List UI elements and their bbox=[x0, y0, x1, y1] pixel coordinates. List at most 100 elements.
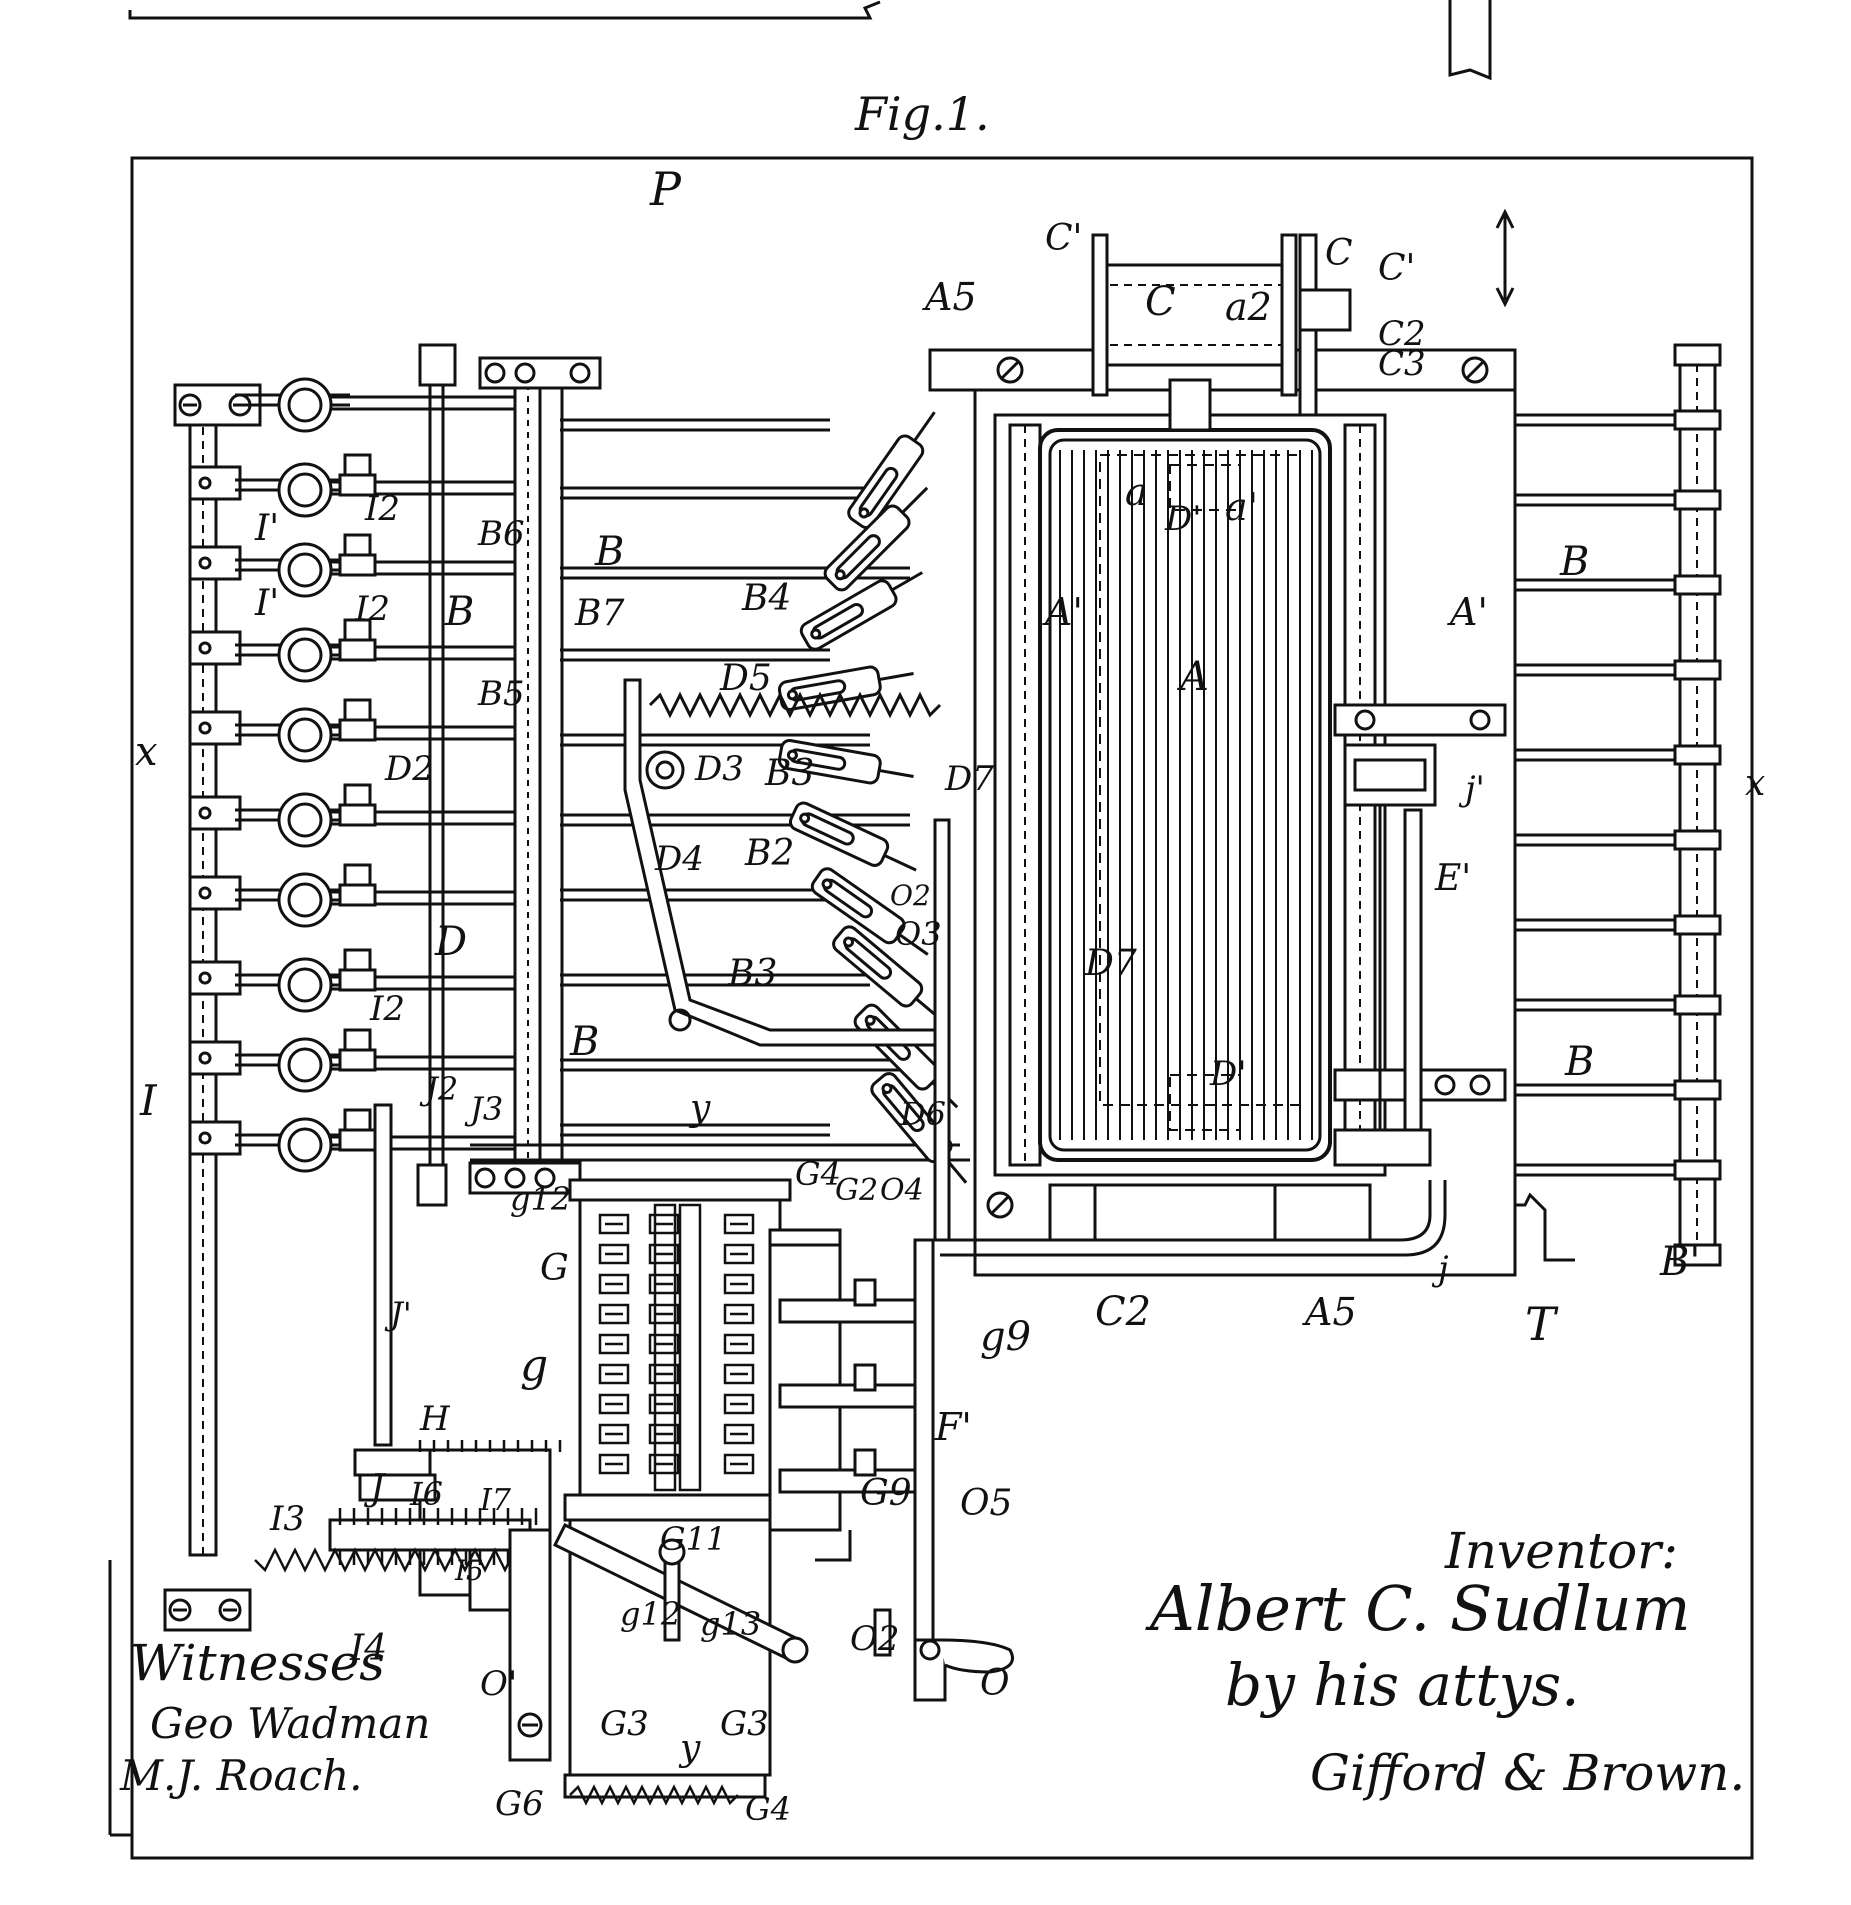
type-bar bbox=[870, 1072, 968, 1184]
crank-T bbox=[1515, 1192, 1575, 1262]
spring-G6 bbox=[569, 1784, 739, 1806]
key-button bbox=[277, 872, 333, 928]
reference-label-o3: O3 bbox=[895, 915, 942, 953]
reference-label-o1: O' bbox=[480, 1664, 517, 1704]
reference-label-y2: y bbox=[678, 1728, 701, 1769]
type-bar bbox=[832, 925, 944, 1023]
reference-label-b7: B7 bbox=[574, 593, 624, 634]
spring-I4 bbox=[254, 1547, 536, 1573]
reference-label-d1b: D' bbox=[1164, 499, 1202, 539]
escapement-teeth bbox=[598, 1203, 755, 1492]
type-bar bbox=[799, 571, 924, 651]
reference-label-j3: J3 bbox=[464, 1090, 503, 1128]
reference-label-c1: C' bbox=[1045, 218, 1082, 259]
reference-label-i1: I' bbox=[254, 508, 279, 549]
key-button bbox=[277, 1117, 333, 1173]
reference-label-i1b: I' bbox=[254, 583, 279, 624]
key-lever-row bbox=[188, 783, 520, 848]
reference-label-d7b: D7 bbox=[1084, 943, 1137, 984]
key-button bbox=[277, 377, 333, 433]
type-bar bbox=[823, 486, 929, 592]
reference-label-i4: I4 bbox=[349, 1628, 387, 1669]
reference-label-d2: D2 bbox=[384, 749, 434, 789]
witness-name-1: Geo Wadman bbox=[150, 1699, 430, 1748]
reference-label-g13: g13 bbox=[700, 1605, 761, 1643]
reference-label-o2b: O2 bbox=[890, 879, 931, 912]
carriage-slide-j bbox=[1333, 703, 1507, 1167]
right-rail-B1 bbox=[1673, 343, 1722, 1267]
right-lever-bars bbox=[1515, 409, 1722, 1181]
reference-label-g3b: G3 bbox=[720, 1704, 769, 1744]
key-button bbox=[277, 542, 333, 598]
key-button bbox=[277, 462, 333, 518]
reference-label-o5: O5 bbox=[960, 1483, 1012, 1524]
reference-label-c3: C3 bbox=[1378, 344, 1426, 384]
key-lever-row bbox=[188, 948, 520, 1013]
lower-frame-O1 bbox=[373, 1103, 552, 1762]
reference-label-i3: I3 bbox=[269, 1499, 305, 1539]
platen-dashed-guides bbox=[1099, 454, 1301, 1131]
reference-label-a: a bbox=[1125, 470, 1148, 514]
inventor-heading: Inventor: bbox=[1444, 1522, 1678, 1580]
reference-label-o: O bbox=[980, 1663, 1010, 1704]
reference-label-f1b: F' bbox=[934, 1405, 972, 1449]
figure-title: Fig.1. bbox=[854, 87, 990, 141]
reference-label-d1: D' bbox=[1209, 1054, 1247, 1094]
reference-label-c_b: C bbox=[1325, 233, 1353, 274]
lever-frame-rails bbox=[416, 343, 970, 1207]
reference-label-g4b: G4 bbox=[745, 1790, 791, 1828]
reference-label-g4: G4 bbox=[795, 1155, 841, 1193]
key-button bbox=[277, 627, 333, 683]
inventor-name: Albert C. Sudlum bbox=[1145, 1572, 1691, 1645]
witnesses-heading: Witnesses bbox=[130, 1634, 385, 1692]
reference-label-i: I bbox=[139, 1076, 158, 1125]
reference-label-b1: B' bbox=[1659, 1239, 1700, 1285]
key-lever-rows bbox=[188, 377, 520, 1173]
reference-label-a5b: A5 bbox=[1302, 1290, 1357, 1334]
reference-label-a1b: A' bbox=[1447, 590, 1488, 634]
key-lever-row bbox=[188, 1028, 520, 1093]
reference-label-i2: I2 bbox=[364, 489, 400, 529]
reference-label-g12b: g12 bbox=[620, 1595, 681, 1633]
reference-label-y: y bbox=[688, 1088, 711, 1129]
spring-D5 bbox=[648, 691, 942, 719]
reference-label-i6: I6 bbox=[409, 1475, 443, 1513]
inventor-by-line: by his attys. bbox=[1225, 1651, 1580, 1719]
reference-label-b: B bbox=[594, 529, 624, 575]
ribbon-spool-C bbox=[1091, 233, 1352, 432]
reference-label-o4: O4 bbox=[880, 1173, 924, 1208]
reference-label-i2b: I2 bbox=[354, 589, 390, 629]
key-lever-row bbox=[188, 533, 520, 598]
reference-label-b3b: B3 bbox=[727, 953, 777, 994]
reference-label-a1: a' bbox=[1225, 485, 1258, 529]
attorneys-name: Gifford & Brown. bbox=[1310, 1744, 1745, 1802]
reference-label-b5: B5 bbox=[477, 674, 525, 714]
reference-label-h: H bbox=[419, 1399, 451, 1439]
type-bar bbox=[788, 801, 917, 872]
g9-arms bbox=[778, 1278, 922, 1494]
key-button bbox=[277, 707, 333, 763]
reference-label-d5: D5 bbox=[719, 658, 772, 699]
double-arrow bbox=[1495, 208, 1515, 308]
reference-label-c2b: C2 bbox=[1095, 1289, 1151, 1335]
reference-label-o2: O2 bbox=[850, 1619, 900, 1659]
type-bar bbox=[777, 739, 914, 785]
reference-label-g: g bbox=[520, 1340, 548, 1391]
carriage-lower-frame bbox=[940, 1180, 1515, 1277]
type-bar bbox=[847, 411, 936, 530]
key-lever-row bbox=[235, 377, 520, 433]
reference-label-d4: D4 bbox=[654, 839, 704, 879]
reference-label-g3: G3 bbox=[600, 1704, 649, 1744]
key-lever-O bbox=[815, 818, 1014, 1702]
reference-label-b4: B4 bbox=[741, 578, 791, 619]
reference-label-b_e: B bbox=[1564, 1039, 1594, 1085]
type-bar-fan bbox=[777, 411, 968, 1184]
key-lever-row bbox=[188, 863, 520, 928]
reference-label-b_d: B bbox=[1559, 539, 1589, 585]
reference-label-e1: E' bbox=[1434, 858, 1471, 899]
reference-label-g9: g9 bbox=[980, 1314, 1031, 1360]
key-button bbox=[277, 1037, 333, 1093]
reference-label-a2: a2 bbox=[1225, 285, 1272, 329]
